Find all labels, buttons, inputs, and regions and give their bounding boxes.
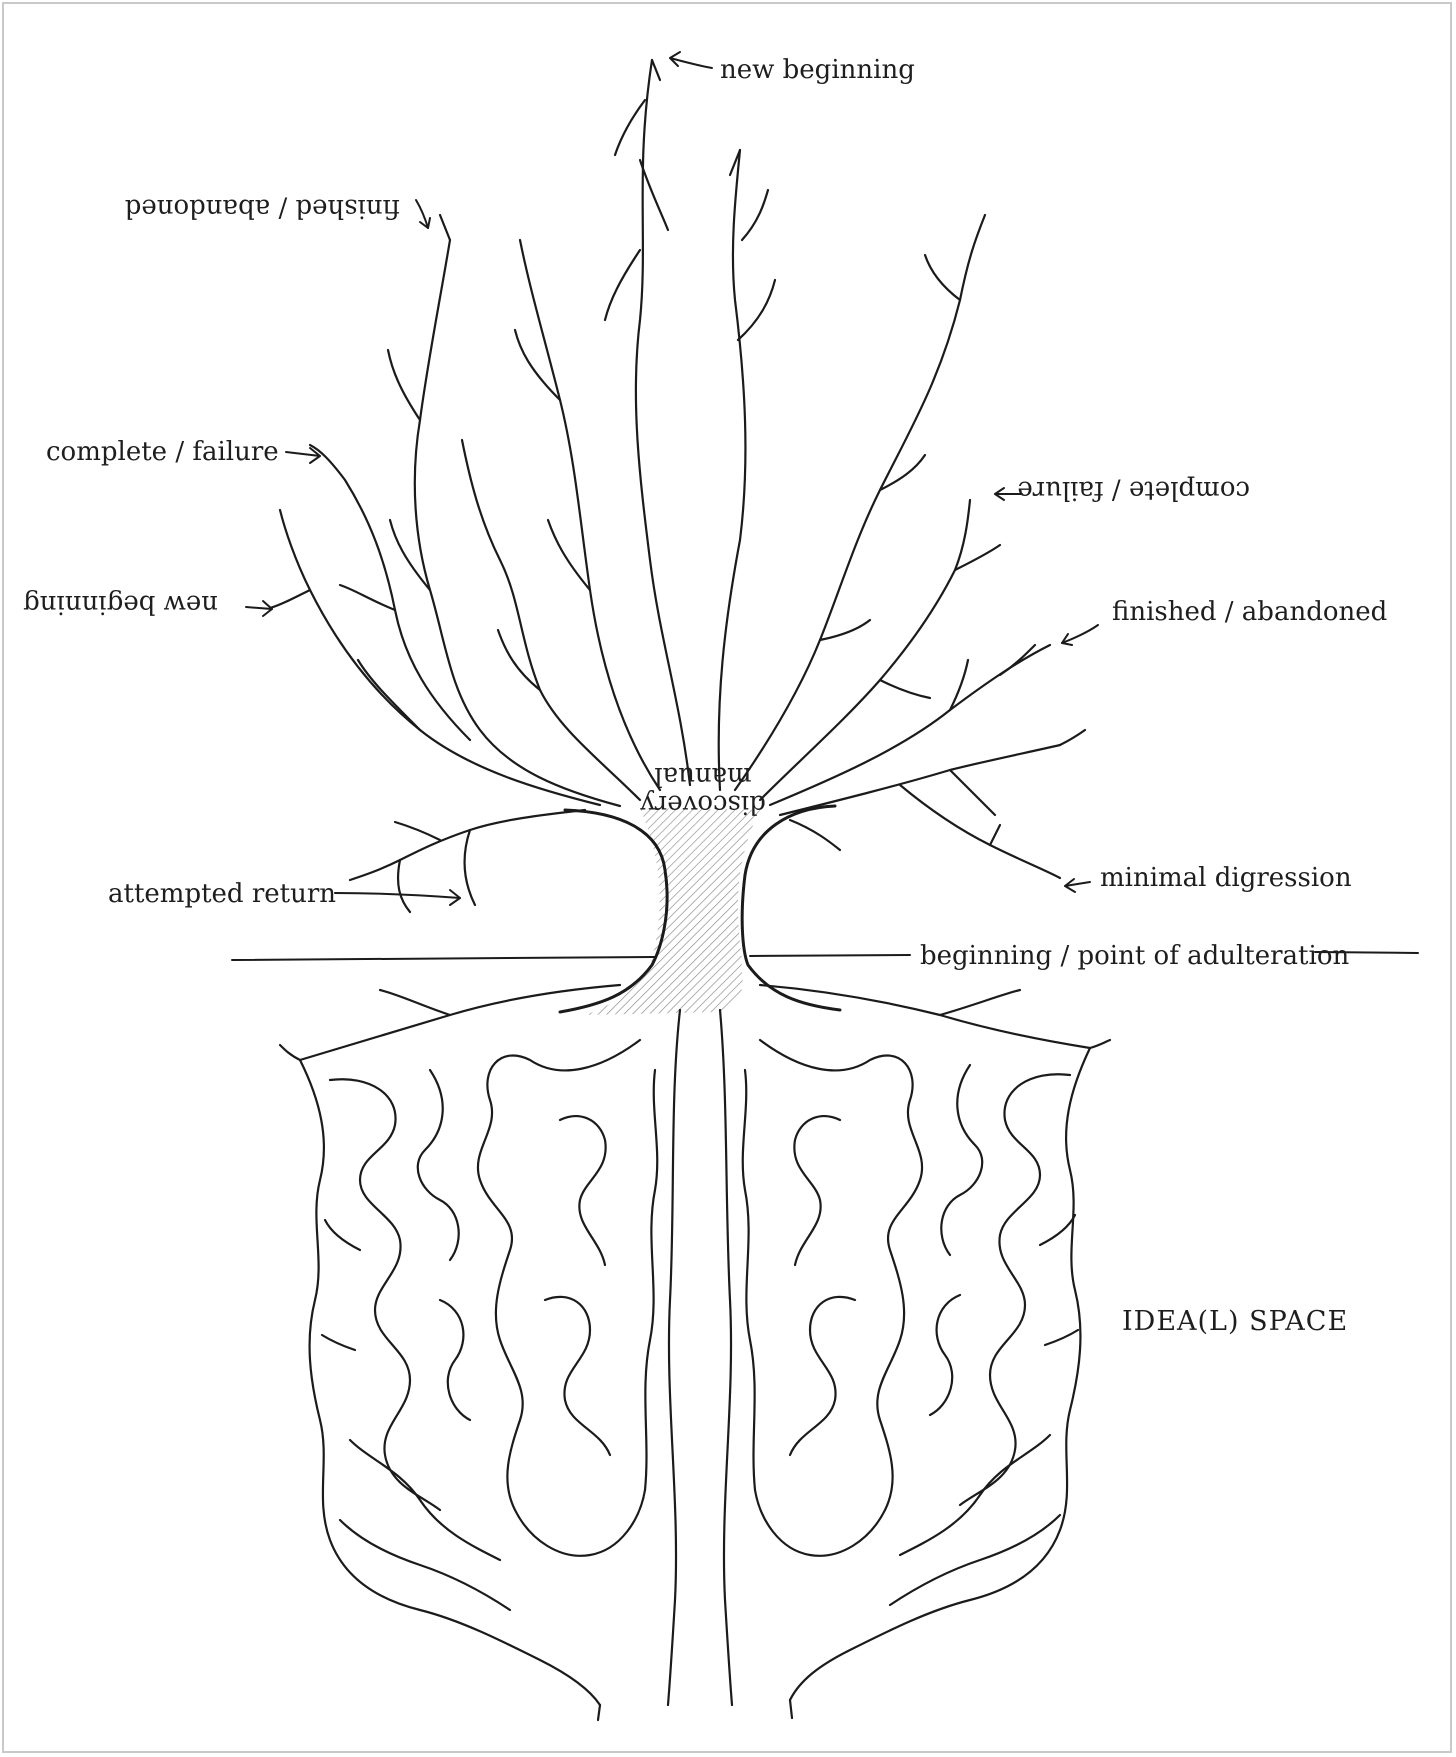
arrow-upper-left-finished — [415, 199, 429, 229]
tree-trunk — [558, 804, 842, 1015]
label-upper-left-finished-abandoned: finished / abandoned — [125, 193, 400, 223]
arrow-left-complete-failure — [285, 451, 321, 457]
tree-branches — [268, 58, 1087, 914]
arrow-attempted-return — [334, 892, 461, 899]
label-idea-space: IDEA(L) SPACE — [1122, 1306, 1348, 1337]
arrow-minimal-digression — [1064, 881, 1091, 887]
label-minimal-digression: minimal digression — [1100, 863, 1352, 893]
label-top-new-beginning: new beginning — [720, 55, 915, 85]
ground-line — [231, 951, 1419, 961]
label-attempted-return: attempted return — [108, 879, 336, 909]
arrows — [245, 51, 1099, 906]
label-left-complete-failure: complete / failure — [46, 437, 279, 467]
label-trunk-discovery: discovery — [640, 789, 766, 819]
label-left-new-beginning: new beginning — [23, 589, 218, 619]
arrow-right-finished — [1061, 624, 1099, 644]
label-beginning-point: beginning / point of adulteration — [920, 941, 1349, 971]
arrow-top-new-beginning — [669, 57, 713, 69]
label-trunk-manual: manual — [654, 761, 751, 791]
label-right-finished-abandoned: finished / abandoned — [1112, 597, 1387, 627]
roots-brain — [278, 983, 1112, 1722]
arrow-left-new-beginning — [245, 606, 273, 610]
label-right-complete-failure: complete / failure — [1017, 475, 1250, 505]
